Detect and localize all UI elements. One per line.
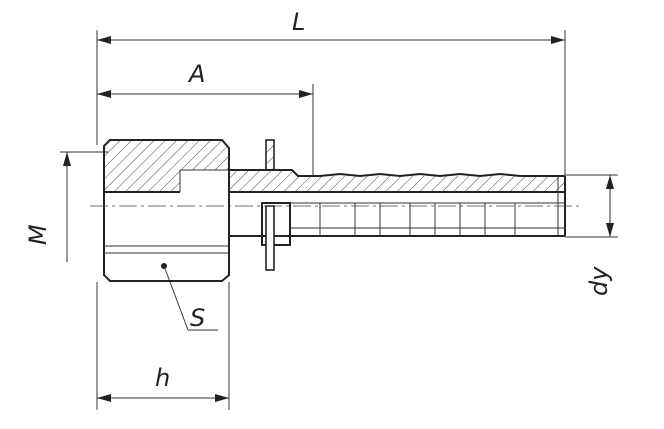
dimension-l-label: L bbox=[292, 8, 305, 36]
nipple bbox=[229, 169, 566, 246]
dimension-m-label: M bbox=[24, 224, 52, 245]
dimension-s-label: S bbox=[190, 304, 205, 332]
dimension-m: M bbox=[24, 151, 108, 262]
dimension-l: L bbox=[96, 8, 566, 175]
dimension-a-label: A bbox=[187, 60, 205, 88]
crimp-tab bbox=[265, 139, 275, 271]
dimension-h-label: h bbox=[155, 364, 170, 392]
dimension-dy-label: dy bbox=[585, 266, 613, 296]
dimension-a: A bbox=[97, 60, 314, 175]
dimension-h: h bbox=[96, 282, 230, 410]
dimension-dy: dy bbox=[565, 174, 618, 296]
nut bbox=[103, 139, 230, 282]
leader-s: S bbox=[161, 263, 218, 332]
